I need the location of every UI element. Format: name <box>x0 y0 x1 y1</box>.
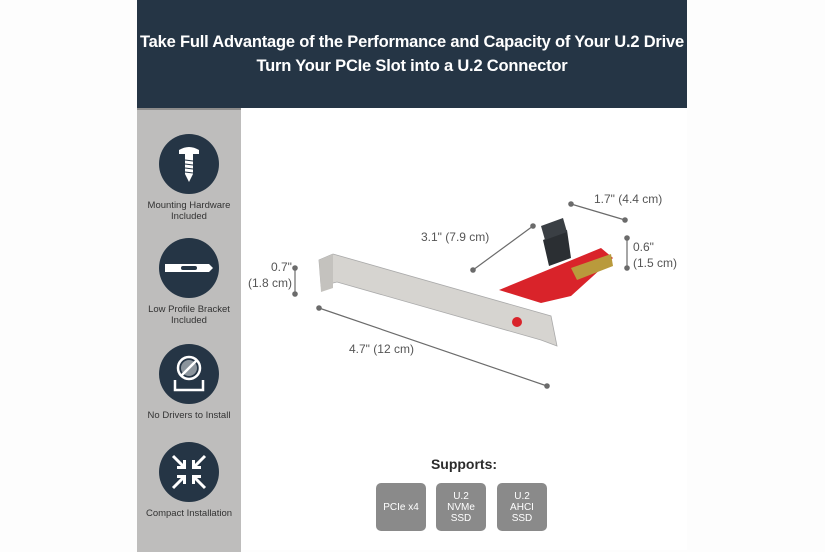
header-banner: Take Full Advantage of the Performance a… <box>137 0 687 108</box>
support-chip-nvme: U.2 NVMe SSD <box>436 483 486 531</box>
dimension-card-depth: 3.1" (7.9 cm) <box>421 230 490 244</box>
feature-label: Compact Installation <box>145 508 233 519</box>
screw-icon <box>159 134 219 194</box>
dimension-length: 4.7" (12 cm) <box>349 342 414 356</box>
dimension-card-width: 1.7" (4.4 cm) <box>594 192 663 206</box>
chip-label: U.2 NVMe SSD <box>447 490 475 524</box>
chip-label: U.2 AHCI SSD <box>510 490 534 524</box>
chip-label: PCIe x4 <box>383 501 419 513</box>
subheadline: Turn Your PCIe Slot into a U.2 Connector <box>256 57 568 75</box>
no-drivers-icon <box>159 344 219 404</box>
supports-title: Supports: <box>430 456 498 472</box>
headline: Take Full Advantage of the Performance a… <box>140 33 684 51</box>
dimension-bracket-height-cm: (1.8 cm) <box>248 276 293 290</box>
bracket-icon <box>159 238 219 298</box>
compact-arrows-icon <box>159 442 219 502</box>
dimension-connector-height-cm: (1.5 cm) <box>633 256 678 270</box>
feature-no-drivers: No Drivers to Install <box>137 344 241 421</box>
dimension-connector-height-in: 0.6" <box>633 240 654 254</box>
feature-label: Mounting Hardware Included <box>147 200 231 222</box>
feature-compact-installation: Compact Installation <box>137 442 241 519</box>
features-sidebar: Mounting Hardware Included Low Profile B… <box>137 108 241 552</box>
feature-mounting-hardware: Mounting Hardware Included <box>137 134 241 222</box>
product-diagram-area: 4.7" (12 cm) 0.7" (1.8 cm) 3.1" (7.9 cm)… <box>241 108 687 550</box>
feature-label: Low Profile Bracket Included <box>148 304 230 326</box>
dimension-bracket-height-in: 0.7" <box>271 260 292 274</box>
product-infographic: Take Full Advantage of the Performance a… <box>137 0 687 552</box>
feature-label: No Drivers to Install <box>147 410 231 421</box>
product-image <box>292 201 630 389</box>
support-chip-pcie: PCIe x4 <box>376 483 426 531</box>
support-chip-ahci: U.2 AHCI SSD <box>497 483 547 531</box>
feature-low-profile-bracket: Low Profile Bracket Included <box>137 238 241 326</box>
